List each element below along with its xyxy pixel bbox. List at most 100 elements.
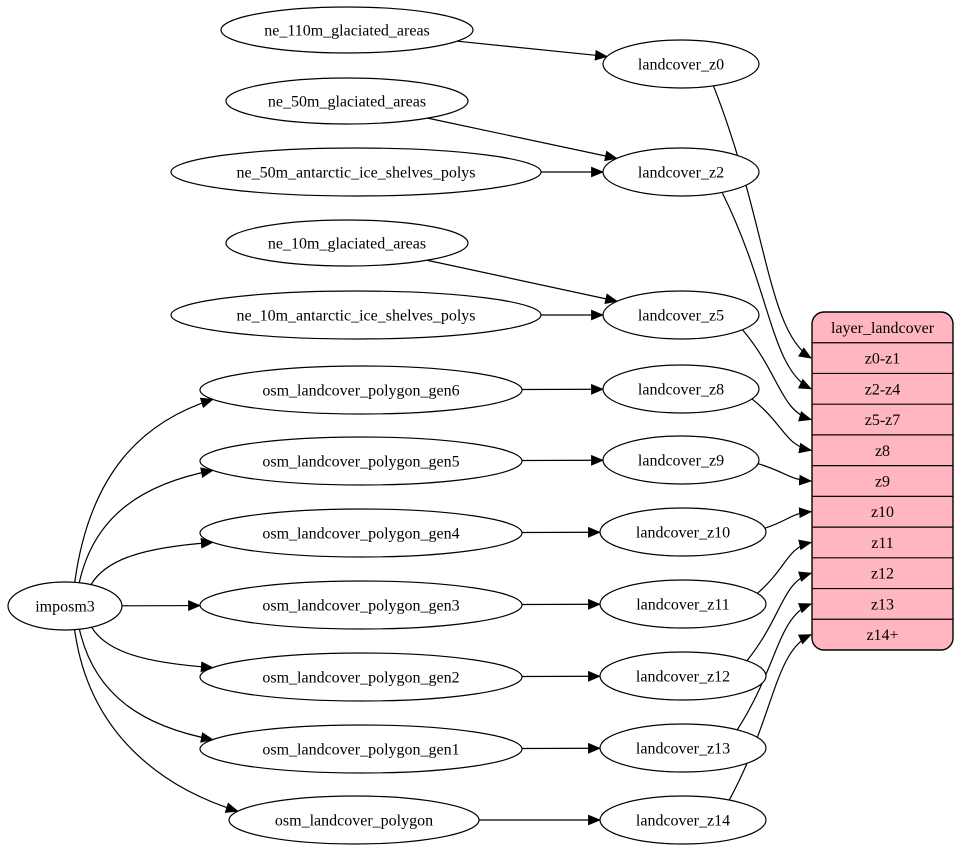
node-label-landcover_z10: landcover_z10 <box>636 525 730 542</box>
node-shape-landcover_z13 <box>599 723 767 773</box>
node-landcover_z0: landcover_z0 <box>602 39 760 89</box>
node-label-ne_10m_antarctic_ice_shelves_polys: ne_10m_antarctic_ice_shelves_polys <box>236 308 475 325</box>
node-shape-osm_landcover_polygon_gen1 <box>199 724 523 774</box>
node-osm_landcover_polygon_gen6: osm_landcover_polygon_gen6 <box>199 365 523 415</box>
node-osm_landcover_polygon: osm_landcover_polygon <box>228 795 480 845</box>
node-landcover_z9: landcover_z9 <box>602 435 760 485</box>
record-row-z9: z9 <box>875 474 890 491</box>
node-label-landcover_z2: landcover_z2 <box>638 165 724 182</box>
node-shape-landcover_z14 <box>599 795 767 845</box>
node-label-ne_110m_glaciated_areas: ne_110m_glaciated_areas <box>264 23 430 40</box>
node-landcover_z5: landcover_z5 <box>602 290 760 340</box>
edge-imposm3-osm_landcover_polygon_gen6 <box>74 397 214 583</box>
node-label-osm_landcover_polygon_gen1: osm_landcover_polygon_gen1 <box>262 742 459 759</box>
record-row-z5-z7: z5-z7 <box>865 412 901 429</box>
node-label-osm_landcover_polygon_gen3: osm_landcover_polygon_gen3 <box>262 598 459 615</box>
edge-ne_10m_glaciated_areas-landcover_z5 <box>426 259 619 305</box>
node-osm_landcover_polygon_gen2: osm_landcover_polygon_gen2 <box>199 652 523 702</box>
node-label-osm_landcover_polygon: osm_landcover_polygon <box>275 813 433 830</box>
record-title: layer_landcover <box>831 320 935 337</box>
record-row-z13: z13 <box>871 596 894 613</box>
node-shape-landcover_z2 <box>602 147 760 197</box>
node-landcover_z2: landcover_z2 <box>602 147 760 197</box>
node-label-ne_50m_glaciated_areas: ne_50m_glaciated_areas <box>268 94 426 111</box>
edge-landcover_z11-z11 <box>756 539 813 594</box>
node-shape-landcover_z9 <box>602 435 760 485</box>
node-shape-osm_landcover_polygon <box>228 795 480 845</box>
node-label-osm_landcover_polygon_gen6: osm_landcover_polygon_gen6 <box>262 383 459 400</box>
record-layer_landcover: layer_landcoverz0-z1z2-z4z5-z7z8z9z10z11… <box>811 311 954 651</box>
edge-ne_110m_glaciated_areas-landcover_z0 <box>456 40 609 61</box>
node-shape-ne_110m_glaciated_areas <box>220 6 474 54</box>
node-ne_10m_antarctic_ice_shelves_polys: ne_10m_antarctic_ice_shelves_polys <box>170 290 542 340</box>
node-osm_landcover_polygon_gen4: osm_landcover_polygon_gen4 <box>199 508 523 558</box>
record-row-z14+: z14+ <box>866 627 898 644</box>
node-landcover_z11: landcover_z11 <box>599 579 767 629</box>
node-shape-osm_landcover_polygon_gen2 <box>199 652 523 702</box>
edge-landcover_z0-z0-z1 <box>712 85 812 359</box>
node-label-imposm3: imposm3 <box>35 599 95 616</box>
node-ne_50m_antarctic_ice_shelves_polys: ne_50m_antarctic_ice_shelves_polys <box>170 147 542 197</box>
node-label-osm_landcover_polygon_gen4: osm_landcover_polygon_gen4 <box>262 526 459 543</box>
node-shape-landcover_z10 <box>599 507 767 557</box>
edge-imposm3-osm_landcover_polygon_gen4 <box>90 537 214 585</box>
edge-ne_50m_glaciated_areas-landcover_z2 <box>427 117 618 162</box>
node-label-landcover_z12: landcover_z12 <box>636 669 730 686</box>
node-shape-osm_landcover_polygon_gen3 <box>199 580 523 630</box>
record-row-z2-z4: z2-z4 <box>865 381 901 398</box>
edge-landcover_z14-z14+ <box>728 634 812 801</box>
node-landcover_z13: landcover_z13 <box>599 723 767 773</box>
node-imposm3: imposm3 <box>7 581 123 631</box>
node-label-ne_10m_glaciated_areas: ne_10m_glaciated_areas <box>268 236 426 253</box>
record-row-z0-z1: z0-z1 <box>865 351 901 368</box>
record-row-z12: z12 <box>871 566 894 583</box>
edge-landcover_z2-z2-z4 <box>721 192 812 390</box>
node-shape-landcover_z11 <box>599 579 767 629</box>
node-label-landcover_z13: landcover_z13 <box>636 741 730 758</box>
node-label-landcover_z5: landcover_z5 <box>638 308 724 325</box>
edge-landcover_z10-z10 <box>764 507 813 529</box>
node-label-landcover_z8: landcover_z8 <box>638 382 724 399</box>
node-shape-landcover_z5 <box>602 290 760 340</box>
node-shape-osm_landcover_polygon_gen5 <box>199 436 523 486</box>
node-label-osm_landcover_polygon_gen2: osm_landcover_polygon_gen2 <box>262 670 459 687</box>
edge-imposm3-osm_landcover_polygon_gen5 <box>78 467 214 583</box>
record-row-z11: z11 <box>871 535 894 552</box>
node-shape-landcover_z12 <box>599 651 767 701</box>
node-landcover_z14: landcover_z14 <box>599 795 767 845</box>
edge-imposm3-osm_landcover_polygon_gen1 <box>78 629 214 743</box>
record-row-z10: z10 <box>871 504 894 521</box>
node-landcover_z12: landcover_z12 <box>599 651 767 701</box>
node-label-ne_50m_antarctic_ice_shelves_polys: ne_50m_antarctic_ice_shelves_polys <box>236 165 475 182</box>
node-shape-osm_landcover_polygon_gen6 <box>199 365 523 415</box>
node-label-osm_landcover_polygon_gen5: osm_landcover_polygon_gen5 <box>262 454 459 471</box>
node-label-landcover_z9: landcover_z9 <box>638 453 724 470</box>
edge-landcover_z5-z5-z7 <box>742 329 813 422</box>
edge-landcover_z12-z12 <box>746 571 813 662</box>
node-shape-ne_10m_glaciated_areas <box>225 219 469 267</box>
edge-landcover_z8-z8 <box>751 398 813 454</box>
node-ne_110m_glaciated_areas: ne_110m_glaciated_areas <box>220 6 474 54</box>
node-label-landcover_z0: landcover_z0 <box>638 57 724 74</box>
edge-landcover_z13-z13 <box>736 603 813 731</box>
node-ne_10m_glaciated_areas: ne_10m_glaciated_areas <box>225 219 469 267</box>
node-osm_landcover_polygon_gen3: osm_landcover_polygon_gen3 <box>199 580 523 630</box>
node-shape-ne_50m_glaciated_areas <box>225 77 469 125</box>
node-shape-osm_landcover_polygon_gen4 <box>199 508 523 558</box>
node-label-landcover_z14: landcover_z14 <box>636 813 730 830</box>
node-landcover_z10: landcover_z10 <box>599 507 767 557</box>
node-shape-landcover_z0 <box>602 39 760 89</box>
node-shape-ne_50m_antarctic_ice_shelves_polys <box>170 147 542 197</box>
node-osm_landcover_polygon_gen1: osm_landcover_polygon_gen1 <box>199 724 523 774</box>
node-label-landcover_z11: landcover_z11 <box>636 597 730 614</box>
node-landcover_z8: landcover_z8 <box>602 364 760 414</box>
node-shape-imposm3 <box>7 581 123 631</box>
node-ne_50m_glaciated_areas: ne_50m_glaciated_areas <box>225 77 469 125</box>
record-outline <box>811 311 954 651</box>
edge-landcover_z9-z9 <box>757 463 813 486</box>
edge-imposm3-osm_landcover_polygon <box>73 629 239 813</box>
node-shape-landcover_z8 <box>602 364 760 414</box>
node-shape-ne_10m_antarctic_ice_shelves_polys <box>170 290 542 340</box>
